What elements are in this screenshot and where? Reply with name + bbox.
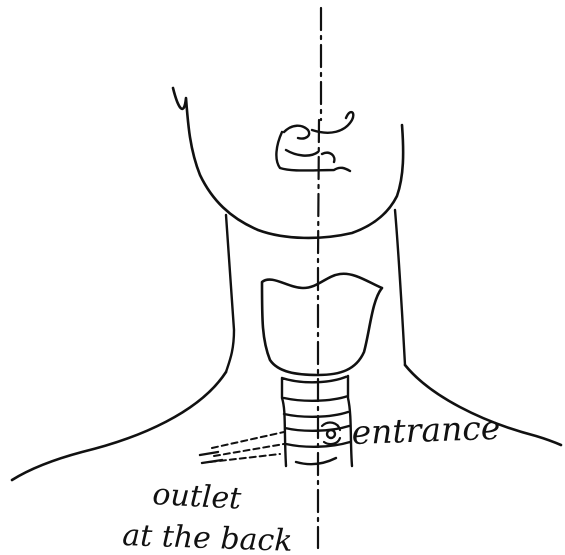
midline [318,8,321,548]
mouth-sketch [276,112,353,171]
label-at-the-back: at the back [122,518,293,555]
stoma-mark [322,423,340,445]
label-outlet: outlet [152,477,243,517]
stoma-entrance [327,430,335,438]
chin-outline [173,88,403,238]
outlet-dashes [210,432,284,462]
shoulder-left [12,372,226,480]
label-entrance: entrance [351,408,501,452]
thyroid-cartilage [262,274,382,375]
outlet-arrow-mark [200,452,222,463]
neck-left [226,215,234,372]
neck-right [395,210,405,365]
